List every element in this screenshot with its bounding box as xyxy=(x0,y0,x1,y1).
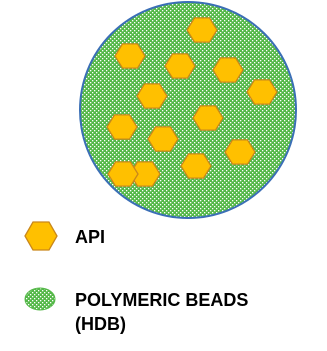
bead-matrix xyxy=(79,1,297,219)
green-bead-icon xyxy=(24,287,56,311)
api-particle-7 xyxy=(192,105,224,131)
hexagon-icon xyxy=(24,221,58,251)
api-particle-3 xyxy=(164,53,196,79)
api-particles-group xyxy=(106,17,278,187)
api-particle-10 xyxy=(224,139,256,165)
api-particle-8 xyxy=(106,114,138,140)
api-particle-5 xyxy=(136,83,168,109)
api-particle-1 xyxy=(186,17,218,43)
legend-api-label: API xyxy=(75,227,105,247)
api-particle-4 xyxy=(212,57,244,83)
legend-beads-label-line2: (HDB) xyxy=(75,314,126,334)
api-particle-6 xyxy=(246,79,278,105)
api-particle-9 xyxy=(147,126,179,152)
api-particle-11 xyxy=(180,153,212,179)
legend-beads-label-line1: POLYMERIC BEADS xyxy=(75,290,248,310)
legend-api: API xyxy=(24,221,105,251)
api-particle-13 xyxy=(107,161,139,187)
api-particle-2 xyxy=(114,43,146,69)
legend-beads: POLYMERIC BEADS (HDB) xyxy=(24,287,248,334)
bead-matrix-circle xyxy=(79,1,297,219)
